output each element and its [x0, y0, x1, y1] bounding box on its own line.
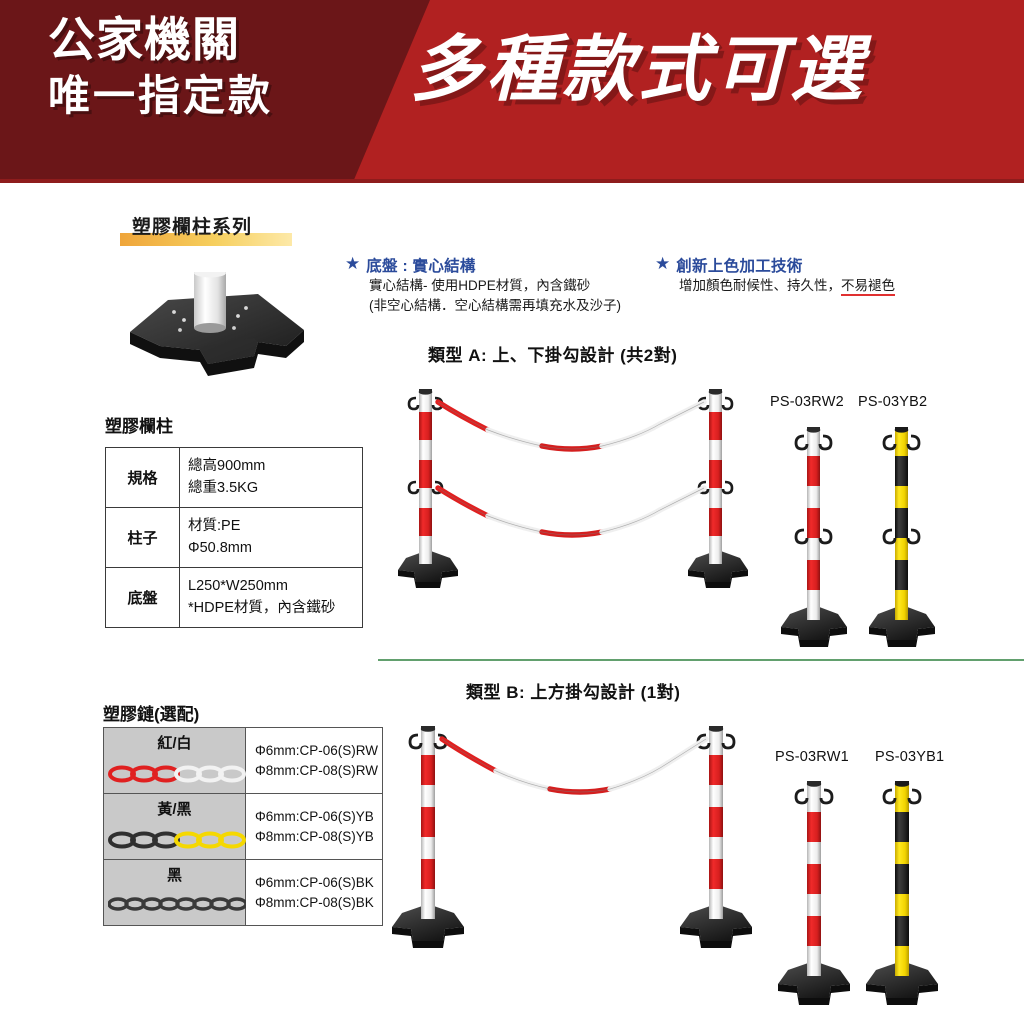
type-a-code-left: PS-03RW2	[770, 394, 844, 410]
chain-sample-cell: 紅/白	[103, 727, 246, 794]
table-row: 黃/黑	[103, 793, 384, 860]
type-a-code-right: PS-03YB2	[858, 394, 928, 410]
type-b-code-right: PS-03YB1	[875, 749, 945, 765]
spec-value-line: 材質:PE	[188, 517, 241, 534]
type-b-single-posts	[772, 772, 958, 1012]
spec-value: L250*W250mm *HDPE材質，內含鐵砂	[179, 566, 363, 628]
chain-code: Φ6mm:CP-06(S)BK	[254, 874, 374, 890]
table-row: 規格 總高900mm 總重3.5KG	[105, 447, 363, 508]
feature-line1-highlight: 不易褪色	[841, 278, 895, 296]
spec-value-line: 總重3.5KG	[188, 480, 259, 497]
chain-illustration	[108, 762, 246, 786]
spec-table: 規格 總高900mm 總重3.5KG 柱子 材質:PE Φ50.8mm 底盤 L…	[105, 447, 363, 628]
type-a-heading: 類型 A: 上、下掛勾設計 (共2對)	[428, 346, 678, 365]
chain-illustration	[107, 894, 248, 918]
chain-sample-cell: 黑	[103, 859, 248, 926]
banner-bottom-edge	[0, 179, 1024, 183]
star-icon: ★	[655, 254, 671, 273]
banner-left-line1: 公家機關	[48, 13, 240, 66]
chain-code: Φ8mm:CP-08(S)BK	[254, 894, 374, 910]
banner-right-text: 多種款式可選	[410, 30, 867, 110]
spec-value: 總高900mm 總重3.5KG	[179, 447, 363, 508]
chain-sample-cell: 黃/黑	[103, 793, 246, 860]
chain-code-cell: Φ6mm:CP-06(S)YB Φ8mm:CP-08(S)YB	[244, 793, 384, 860]
spec-key: 柱子	[105, 506, 180, 568]
chain-code-cell: Φ6mm:CP-06(S)BK Φ8mm:CP-08(S)BK	[244, 859, 384, 926]
chain-code-cell: Φ6mm:CP-06(S)RW Φ8mm:CP-08(S)RW	[244, 727, 384, 794]
chain-illustration	[108, 828, 246, 852]
feature-color-tech: ★ 創新上色加工技術 增加顏色耐候性、持久性，不易褪色	[655, 254, 895, 296]
chain-color-name: 紅/白	[157, 735, 192, 752]
chain-code: Φ8mm:CP-08(S)RW	[254, 762, 378, 778]
table-row: 柱子 材質:PE Φ50.8mm	[105, 506, 363, 568]
table-row: 黑 Φ6mm:CP-06(S)BK	[103, 859, 384, 926]
type-b-illustration	[392, 715, 754, 955]
feature-title: 創新上色加工技術	[676, 258, 803, 275]
type-a-illustration	[392, 382, 754, 598]
feature-line1: 增加顏色耐候性、持久性，不易褪色	[679, 276, 895, 296]
chain-code: Φ6mm:CP-06(S)RW	[254, 742, 378, 758]
table-row: 紅/白	[103, 727, 384, 794]
banner-left-line2: 唯一指定款	[48, 72, 274, 119]
chain-table: 紅/白	[103, 727, 384, 926]
section-title-text: 塑膠欄柱系列	[132, 217, 253, 238]
chain-color-name: 黃/黑	[157, 801, 192, 818]
chain-code: Φ8mm:CP-08(S)YB	[254, 828, 374, 844]
section-title-underline	[120, 233, 292, 246]
feature-title: 底盤 : 實心結構	[366, 258, 476, 275]
spec-key: 底盤	[105, 566, 180, 628]
chain-table-label: 塑膠鏈(選配)	[103, 705, 200, 724]
spec-value-line: Φ50.8mm	[188, 540, 252, 557]
star-icon: ★	[345, 254, 361, 273]
chain-color-name: 黑	[166, 867, 182, 884]
base-product-photo	[108, 268, 308, 387]
feature-line1: 實心結構- 使用HDPE材質，內含鐵砂	[369, 278, 591, 293]
type-b-heading: 類型 B: 上方掛勾設計 (1對)	[466, 683, 681, 702]
spec-value-line: 總高900mm	[188, 458, 266, 474]
header-banner: 公家機關 唯一指定款 多種款式可選	[0, 0, 1024, 183]
banner-dark-background	[0, 0, 430, 183]
spec-value: 材質:PE Φ50.8mm	[179, 506, 363, 568]
spec-value-line: L250*W250mm	[188, 577, 288, 594]
feature-base-structure: ★ 底盤 : 實心結構 實心結構- 使用HDPE材質，內含鐵砂 (非空心結構．空…	[345, 254, 621, 317]
section-divider	[378, 659, 1024, 661]
spec-value-line: *HDPE材質，內含鐵砂	[188, 600, 336, 617]
type-b-code-left: PS-03RW1	[775, 749, 849, 765]
section-title: 塑膠欄柱系列	[120, 212, 292, 246]
table-row: 底盤 L250*W250mm *HDPE材質，內含鐵砂	[105, 566, 363, 628]
banner-left-text: 公家機關 唯一指定款	[48, 16, 378, 117]
chain-code: Φ6mm:CP-06(S)YB	[254, 808, 374, 824]
feature-line1-text: 增加顏色耐候性、持久性，	[679, 278, 841, 293]
spec-table-label: 塑膠欄柱	[105, 417, 173, 436]
type-a-single-posts	[772, 418, 958, 653]
spec-key: 規格	[105, 447, 180, 508]
feature-line2: (非空心結構．空心結構需再填充水及沙子)	[369, 298, 621, 314]
